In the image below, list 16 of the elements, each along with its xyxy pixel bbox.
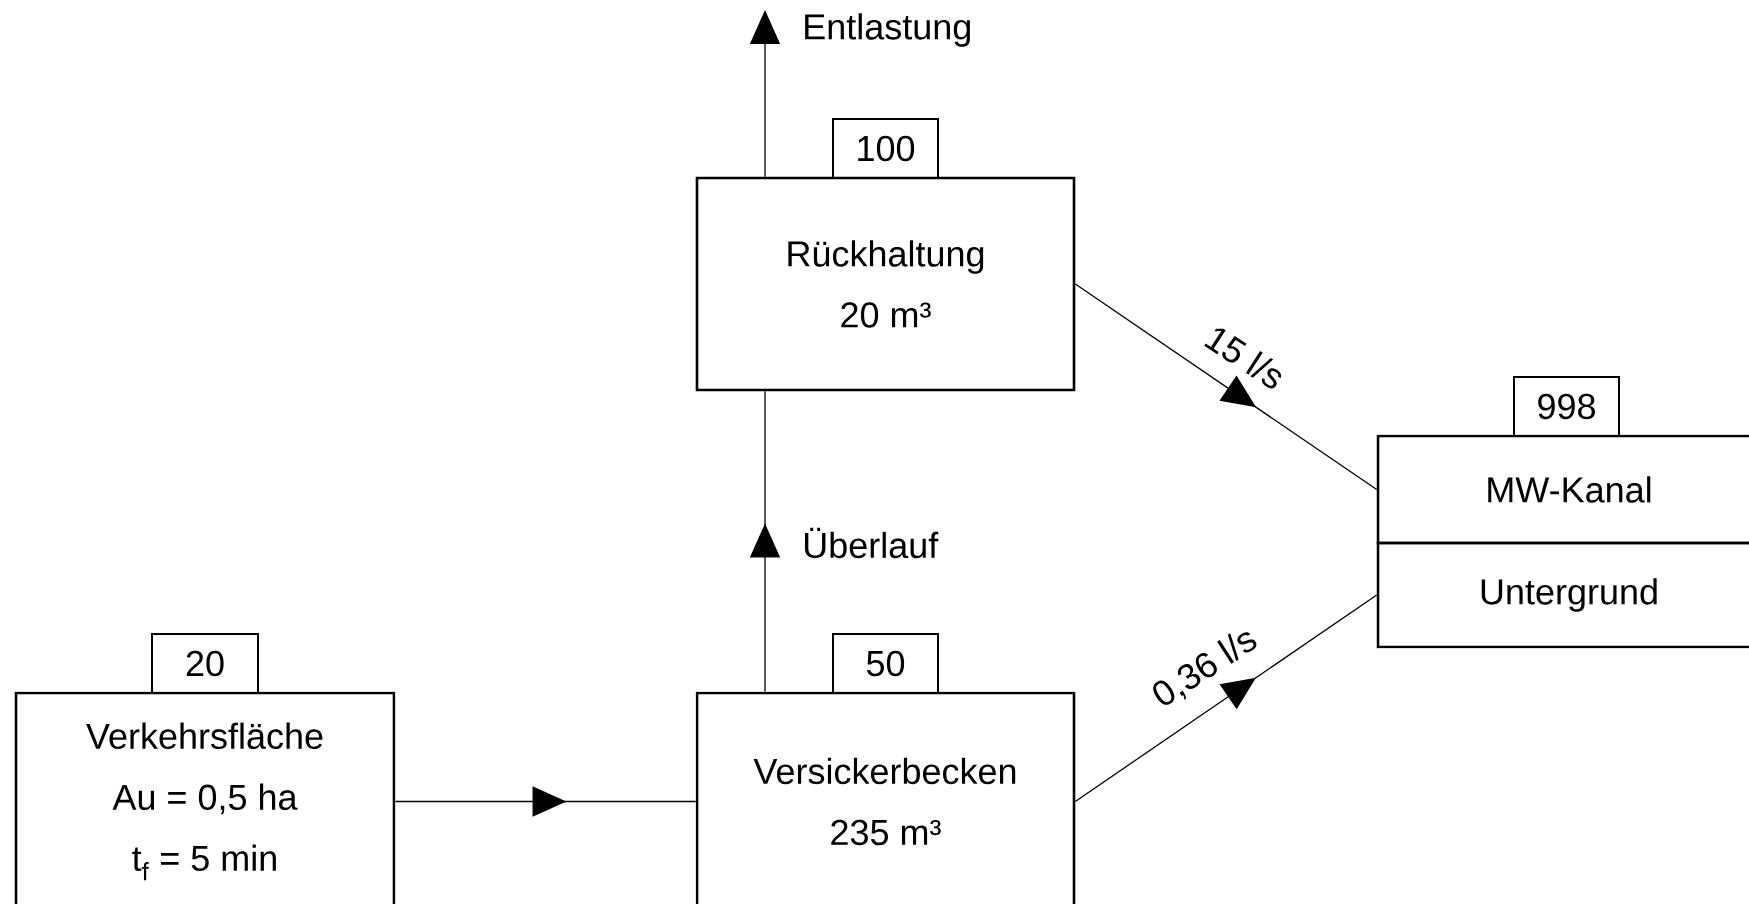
process-box: Verkehrsfläche Au = 0,5 ha t$_{f}$ = 5 min — [14, 691, 396, 904]
edge-label: Entlastung — [800, 11, 975, 49]
number-box: 998 — [1513, 376, 1620, 437]
process-box: MW-Kanal — [1376, 434, 1749, 545]
process-box: Untergrund — [1376, 541, 1749, 649]
arrow — [394, 786, 697, 817]
process-box: Versickerbecken 235 m³ — [695, 691, 1076, 904]
number-box: 100 — [832, 118, 939, 179]
edge-label: 15 l/s — [1198, 319, 1292, 395]
edge-label: Überlauf — [800, 525, 941, 561]
arrow — [1074, 283, 1378, 491]
arrow — [1074, 594, 1378, 803]
process-box: Rückhaltung 20 m³ — [695, 176, 1076, 392]
number-box: 20 — [151, 633, 259, 694]
edge-label: 0,36 l/s — [1145, 620, 1265, 716]
number-box: 50 — [832, 633, 939, 694]
